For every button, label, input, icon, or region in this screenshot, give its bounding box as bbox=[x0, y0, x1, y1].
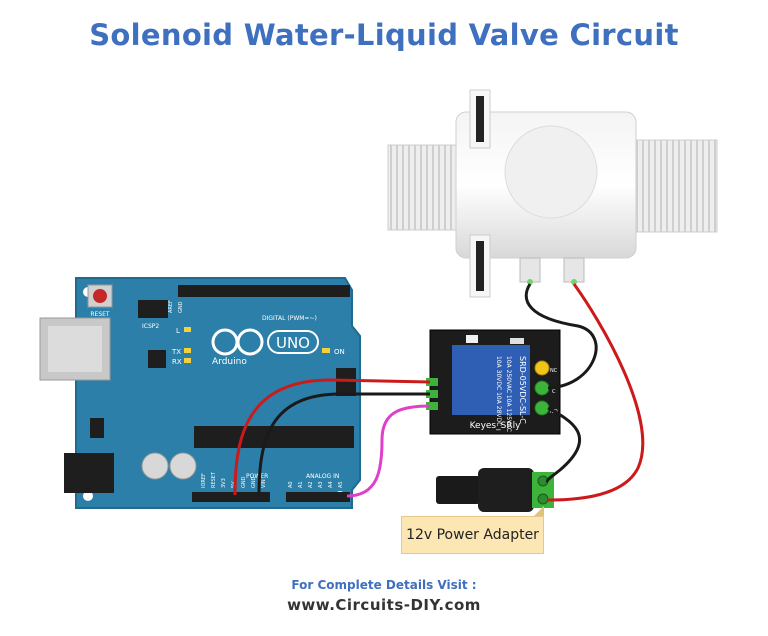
wire-valve-to-adapter bbox=[547, 283, 645, 502]
wire-valve-to-relay-com bbox=[524, 283, 598, 390]
arduino-brand: Arduino bbox=[212, 357, 247, 367]
led-rx-label: RX bbox=[172, 358, 182, 366]
relay-rating-2: 10A 30VDC 10A 28VDC bbox=[495, 356, 502, 426]
pin-gnd2-label: GND bbox=[251, 476, 257, 488]
relay-com-label: C bbox=[552, 389, 556, 395]
power-adapter-note: 12v Power Adapter bbox=[401, 516, 544, 554]
pin-3v3-label: 3V3 bbox=[221, 478, 227, 488]
note-fold bbox=[533, 506, 544, 517]
capacitor-2 bbox=[169, 452, 197, 480]
led-tx bbox=[184, 348, 191, 353]
dc-power-jack bbox=[64, 453, 114, 493]
pin-a1-label: A1 bbox=[298, 481, 304, 488]
pin-a0-label: A0 bbox=[288, 481, 294, 488]
led-l bbox=[184, 327, 191, 332]
usb-chip bbox=[148, 350, 166, 368]
valve-coil-cap bbox=[504, 125, 598, 219]
led-l-label: L bbox=[176, 327, 180, 335]
page-title: Solenoid Water-Liquid Valve Circuit bbox=[89, 18, 679, 52]
valve-thread-right bbox=[624, 139, 718, 233]
power-header bbox=[192, 492, 270, 502]
analog-header bbox=[286, 492, 350, 502]
relay-pin-2 bbox=[426, 390, 438, 398]
arduino-uno-board: RESET ICSP2 DIGITAL (PWM=~) AREF GND L T… bbox=[39, 277, 361, 509]
wire-gnd-to-relay bbox=[257, 392, 430, 496]
capacitor-1 bbox=[141, 452, 169, 480]
valve-terminal-2 bbox=[563, 257, 585, 283]
pin-reset-label: RESET bbox=[211, 471, 217, 488]
led-on bbox=[322, 348, 330, 353]
relay-pin-1 bbox=[426, 378, 438, 386]
power-label: POWER bbox=[246, 473, 268, 480]
arduino-logo bbox=[211, 328, 264, 356]
analog-label: ANALOG IN bbox=[306, 473, 339, 480]
pin-a5-label: A5 bbox=[338, 481, 344, 488]
valve-terminal-1 bbox=[519, 257, 541, 283]
relay-terminal-no bbox=[534, 400, 550, 416]
relay-brand: Keyes_SRly bbox=[470, 421, 522, 431]
pin-a4-label: A4 bbox=[328, 481, 334, 488]
atmega-chip bbox=[194, 426, 354, 448]
arduino-pcb bbox=[75, 277, 361, 509]
gnd-top-label: GND bbox=[178, 301, 184, 313]
solenoid-valve bbox=[387, 89, 718, 298]
relay-model: SRD-05VDC-SL-C bbox=[518, 356, 527, 424]
relay-nc-label: NC bbox=[550, 368, 558, 374]
icsp-header bbox=[336, 368, 356, 396]
icsp2-header bbox=[138, 300, 168, 318]
pin-a2-label: A2 bbox=[308, 481, 314, 488]
led-tx-label: TX bbox=[171, 348, 181, 356]
led-on-label: ON bbox=[334, 348, 345, 356]
footer-site[interactable]: www.Circuits-DIY.com bbox=[287, 596, 481, 614]
icsp-label: ICSP2 bbox=[142, 323, 159, 330]
aref-label: AREF bbox=[168, 300, 174, 313]
relay-terminal-nc bbox=[534, 360, 550, 376]
dc-plug bbox=[436, 476, 480, 504]
reset-label: RESET bbox=[90, 311, 110, 318]
digital-header bbox=[178, 285, 350, 297]
wire-relay-no-to-adapter bbox=[546, 406, 582, 484]
relay-module: SRD-05VDC-SL-C 10A 250VAC 10A 125VAC 10A… bbox=[426, 329, 561, 435]
relay-rating-1: 10A 250VAC 10A 125VAC bbox=[505, 356, 512, 432]
voltage-regulator bbox=[90, 418, 104, 438]
pin-vin-label: VIN bbox=[261, 479, 267, 488]
pin-gnd1-label: GND bbox=[241, 476, 247, 488]
relay-block bbox=[452, 345, 530, 415]
pin-ioref-label: IOREF bbox=[201, 473, 207, 488]
wire-5v-to-relay bbox=[233, 378, 431, 496]
relay-terminal-com bbox=[534, 380, 550, 396]
arduino-model: UNO bbox=[276, 334, 310, 352]
pin-a3-label: A3 bbox=[318, 481, 324, 488]
dc-jack-body bbox=[478, 468, 534, 512]
digital-label: DIGITAL (PWM=~) bbox=[262, 315, 317, 322]
led-rx bbox=[184, 358, 191, 363]
wire-signal-to-relay bbox=[346, 404, 431, 498]
footer-label: For Complete Details Visit : bbox=[291, 578, 477, 592]
relay-pin-3 bbox=[426, 402, 438, 410]
